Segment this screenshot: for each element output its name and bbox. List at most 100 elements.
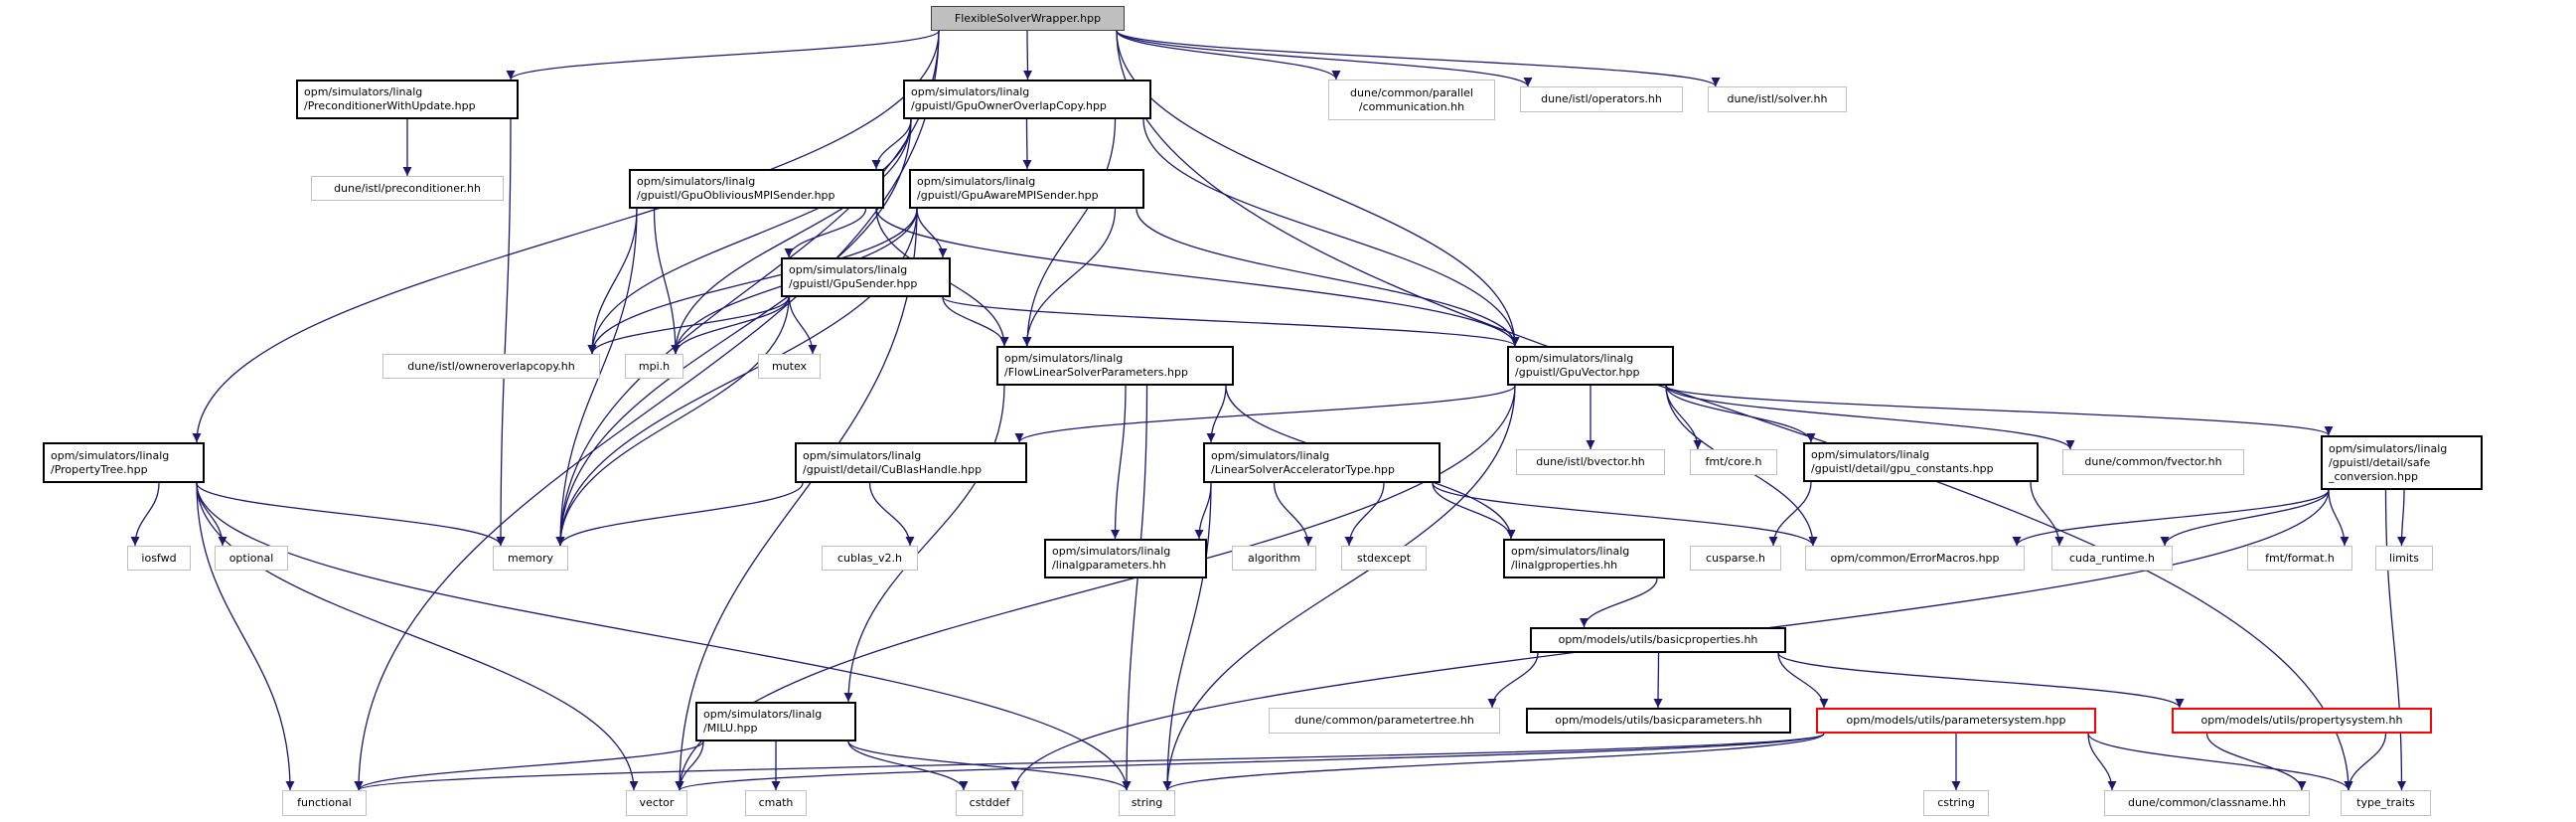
- edge-fsw-to-gooc: [1022, 30, 1032, 81]
- node-propsys[interactable]: opm/models/utils/propertysystem.hh: [2172, 708, 2432, 734]
- node-basicprops[interactable]: opm/models/utils/basicproperties.hh: [1530, 627, 1786, 653]
- edge-safeconv-to-typetraits: [2384, 489, 2406, 791]
- node-label: string: [1131, 796, 1163, 809]
- node-paramsys[interactable]: opm/models/utils/parametersystem.hpp: [1816, 708, 2096, 734]
- edge-safeconv-to-limits: [2397, 489, 2407, 547]
- node-gams[interactable]: opm/simulators/linalg/gpuistl/GpuAwareMP…: [909, 169, 1144, 209]
- node-lsat[interactable]: opm/simulators/linalg/LinearSolverAccele…: [1203, 442, 1440, 483]
- edge-gams-to-flsp: [1022, 208, 1117, 347]
- node-bvector[interactable]: dune/istl/bvector.hh: [1516, 449, 1665, 475]
- node-label: opm/models/utils/basicproperties.hh: [1558, 633, 1758, 646]
- node-cstddef[interactable]: cstddef: [956, 790, 1023, 816]
- node-cublas[interactable]: opm/simulators/linalg/gpuistl/detail/CuB…: [795, 442, 1027, 483]
- node-label: cublas_v2.h: [836, 551, 902, 565]
- node-label: functional: [297, 796, 352, 809]
- node-label: opm/models/utils/propertysystem.hh: [2200, 714, 2403, 727]
- node-typetraits[interactable]: type_traits: [2341, 790, 2431, 816]
- edge-lsat-to-stdexcept: [1344, 482, 1385, 547]
- node-fvector[interactable]: dune/common/fvector.hh: [2062, 449, 2244, 475]
- node-solver[interactable]: dune/istl/solver.hh: [1708, 86, 1847, 112]
- node-cstring[interactable]: cstring: [1923, 790, 1989, 816]
- node-linprops[interactable]: opm/simulators/linalg/linalgproperties.h…: [1503, 539, 1665, 578]
- node-label: opm/simulators/linalg: [304, 85, 423, 98]
- node-fmtcore[interactable]: fmt/core.h: [1690, 449, 1777, 475]
- node-basicparams[interactable]: opm/models/utils/basicparameters.hh: [1526, 708, 1791, 734]
- node-gsend[interactable]: opm/simulators/linalg/gpuistl/GpuSender.…: [781, 257, 951, 297]
- node-mutex[interactable]: mutex: [758, 354, 821, 379]
- node-limits[interactable]: limits: [2375, 546, 2433, 571]
- edge-safeconv-to-errmacros: [2012, 489, 2330, 547]
- node-stdexcept[interactable]: stdexcept: [1341, 546, 1427, 571]
- node-label: cstring: [1937, 796, 1975, 809]
- node-cudart[interactable]: cuda_runtime.h: [2051, 546, 2173, 571]
- edge-cublas-to-cublasv2: [868, 482, 915, 547]
- node-label: dune/istl/solver.hh: [1727, 92, 1828, 105]
- node-ptree[interactable]: opm/simulators/linalg/PropertyTree.hpp: [43, 442, 205, 483]
- edge-gsend-to-memory: [555, 296, 790, 547]
- node-label: limits: [2389, 551, 2419, 565]
- node-paramtree[interactable]: dune/common/parametertree.hh: [1269, 708, 1500, 734]
- node-label: dune/common/parallel: [1350, 85, 1473, 99]
- node-errmacros[interactable]: opm/common/ErrorMacros.hpp: [1805, 546, 2025, 571]
- edge-flsp-to-milu: [843, 385, 1005, 703]
- node-mpi[interactable]: mpi.h: [625, 354, 683, 379]
- node-algorithm[interactable]: algorithm: [1232, 546, 1316, 571]
- edge-gooc-to-gvec: [1142, 118, 1520, 347]
- edge-propsys-to-classname: [2205, 733, 2307, 791]
- node-flsp[interactable]: opm/simulators/linalg/FlowLinearSolverPa…: [996, 346, 1234, 386]
- node-ooc[interactable]: dune/istl/owneroverlapcopy.hh: [382, 354, 600, 379]
- node-gpuconst[interactable]: opm/simulators/linalg/gpuistl/detail/gpu…: [1803, 442, 2039, 482]
- edge-fsw-to-ops: [1116, 30, 1533, 87]
- node-gvec[interactable]: opm/simulators/linalg/gpuistl/GpuVector.…: [1507, 346, 1674, 386]
- node-label: mutex: [771, 359, 808, 373]
- node-pwu[interactable]: opm/simulators/linalg/PreconditionerWith…: [296, 80, 519, 119]
- edge-gooc-to-gams: [1022, 118, 1032, 170]
- edge-basicprops-to-paramtree: [1487, 652, 1539, 709]
- edge-goms-to-mpi: [653, 208, 681, 355]
- node-goms[interactable]: opm/simulators/linalg/gpuistl/GpuOblivio…: [629, 169, 884, 209]
- node-milu[interactable]: opm/simulators/linalg/MILU.hpp: [695, 702, 856, 741]
- node-ops[interactable]: dune/istl/operators.hh: [1520, 86, 1683, 112]
- node-label: optional: [228, 551, 274, 565]
- node-label: dune/istl/preconditioner.hh: [334, 181, 481, 195]
- node-optional[interactable]: optional: [215, 546, 288, 571]
- edge-gams-to-ooc: [587, 208, 918, 355]
- node-gooc[interactable]: opm/simulators/linalg/gpuistl/GpuOwnerOv…: [903, 80, 1151, 119]
- edge-linprops-to-basicprops: [1580, 577, 1658, 628]
- node-cublasv2[interactable]: cublas_v2.h: [822, 546, 918, 571]
- node-label: opm/models/utils/basicparameters.hh: [1555, 714, 1762, 727]
- edge-pwu-to-memory: [496, 118, 512, 547]
- node-cmath[interactable]: cmath: [745, 790, 807, 816]
- node-fmtformat[interactable]: fmt/format.h: [2247, 546, 2352, 571]
- node-label: /gpuistl/detail/gpu_constants.hpp: [1811, 462, 1994, 475]
- node-string[interactable]: string: [1119, 790, 1175, 816]
- node-label: dune/common/parametertree.hh: [1294, 714, 1474, 727]
- node-label: /linalgproperties.hh: [1511, 559, 1618, 572]
- edge-safeconv-to-fmtformat: [2328, 489, 2349, 547]
- node-label: opm/common/ErrorMacros.hpp: [1830, 551, 2000, 565]
- edge-gvec-to-string: [1162, 385, 1516, 791]
- node-label: opm/simulators/linalg: [917, 175, 1036, 188]
- node-label: /gpuistl/GpuVector.hpp: [1515, 366, 1640, 379]
- edge-fsw-to-pwu: [506, 30, 940, 81]
- node-cusparse[interactable]: cusparse.h: [1690, 546, 1781, 571]
- node-safeconv[interactable]: opm/simulators/linalg/gpuistl/detail/saf…: [2321, 435, 2483, 490]
- node-label: _conversion.hpp: [2329, 469, 2418, 483]
- node-functional[interactable]: functional: [282, 790, 367, 816]
- node-memory[interactable]: memory: [493, 546, 568, 571]
- edge-gsend-to-mutex: [788, 296, 818, 355]
- node-iosfwd[interactable]: iosfwd: [127, 546, 191, 571]
- node-label: vector: [639, 796, 675, 809]
- node-label: opm/simulators/linalg: [1515, 352, 1634, 365]
- edge-fsw-to-solver: [1116, 30, 1721, 87]
- node-linparams[interactable]: opm/simulators/linalg/linalgparameters.h…: [1044, 539, 1207, 578]
- node-classname[interactable]: dune/common/classname.hh: [2104, 790, 2310, 816]
- node-vector[interactable]: vector: [626, 790, 687, 816]
- node-prec[interactable]: dune/istl/preconditioner.hh: [311, 176, 504, 201]
- node-label: dune/istl/operators.hh: [1541, 92, 1662, 105]
- edge-gooc-to-goms: [871, 118, 912, 170]
- edge-paramsys-to-string: [1162, 733, 1825, 791]
- node-comm[interactable]: dune/common/parallel/communication.hh: [1328, 80, 1495, 120]
- node-fsw[interactable]: FlexibleSolverWrapper.hpp: [931, 6, 1125, 31]
